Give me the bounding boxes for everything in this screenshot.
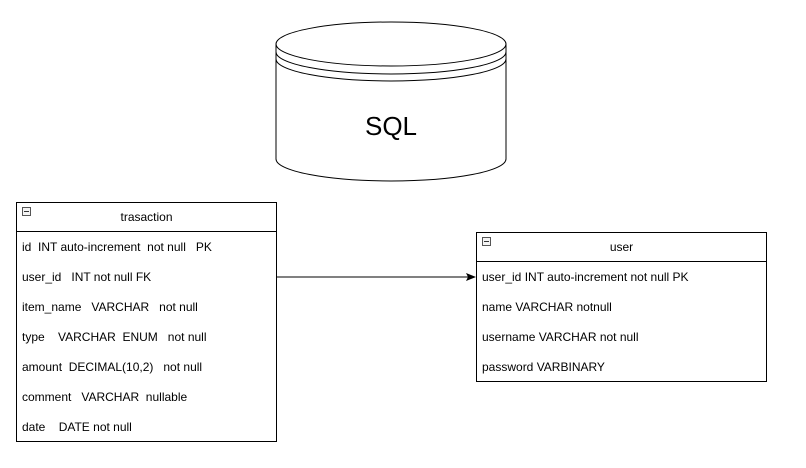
cylinder-top [275,21,507,67]
table-row-id[interactable]: id INT auto-increment not null PK [22,240,212,254]
table-row-user-id[interactable]: user_id INT auto-increment not null PK [482,270,689,284]
table-row-password[interactable]: password VARBINARY [482,360,605,374]
database-cylinder-icon[interactable] [275,21,507,182]
table-trasaction[interactable]: trasaction id INT auto-increment not nul… [16,202,277,442]
database-label: SQL [364,111,418,141]
table-row-date[interactable]: date DATE not null [22,420,132,434]
table-row-amount[interactable]: amount DECIMAL(10,2) not null [22,360,203,374]
table-row-username[interactable]: username VARCHAR not null [482,330,639,344]
table-row-item-name[interactable]: item_name VARCHAR not null [22,300,198,314]
collapse-icon[interactable] [482,237,491,246]
table-row-user-id[interactable]: user_id INT not null FK [22,270,152,284]
table-user[interactable]: user user_id INT auto-increment not null… [476,232,767,382]
table-row-name[interactable]: name VARCHAR notnull [482,300,612,314]
table-row-comment[interactable]: comment VARCHAR nullable [22,390,188,404]
table-header: trasaction [17,203,276,232]
table-header: user [477,233,766,262]
cylinder-ring-2 [275,58,507,82]
cylinder-ring-1 [275,51,507,75]
collapse-icon[interactable] [22,207,31,216]
table-title: user [609,240,634,254]
table-row-type[interactable]: type VARCHAR ENUM not null [22,330,207,344]
table-title: trasaction [120,210,173,224]
